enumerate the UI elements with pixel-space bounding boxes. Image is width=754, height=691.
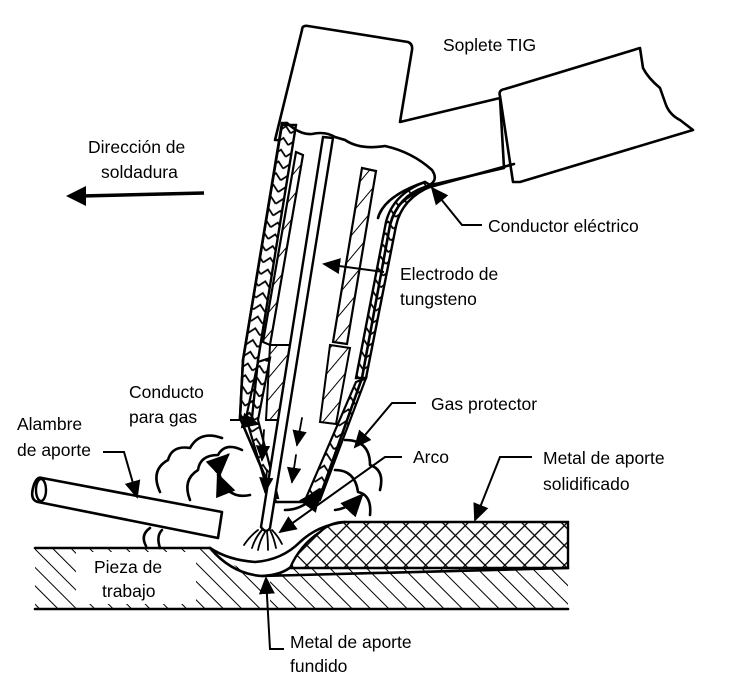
label-filler-wire-line2: de aporte [17, 440, 91, 460]
label-workpiece-line2: trabajo [102, 581, 156, 601]
label-torch: Soplete TIG [443, 35, 536, 55]
label-conductor: Conductor eléctrico [488, 216, 639, 236]
label-filler-wire-line1: Alambre [17, 414, 82, 434]
label-arc: Arco [413, 447, 449, 467]
torch-body [238, 121, 437, 532]
gas-flow-arrows [255, 417, 307, 494]
label-shield-gas: Gas protector [431, 394, 537, 414]
label-gas-duct-line2: para gas [129, 407, 197, 427]
label-solid-filler-line1: Metal de aporte [543, 448, 665, 468]
workpiece [33, 520, 570, 611]
label-electrode-line1: Electrodo de [400, 264, 498, 284]
welding-direction-arrow [66, 186, 205, 206]
label-direction-line1: Dirección de [88, 137, 185, 157]
label-direction-line2: soldadura [101, 162, 178, 182]
label-solid-filler-line2: solidificado [543, 474, 630, 494]
label-workpiece-line1: Pieza de [94, 557, 162, 577]
filler-wire [30, 476, 224, 540]
label-molten-filler-line2: fundido [290, 656, 347, 676]
label-electrode-line2: tungsteno [400, 289, 477, 309]
label-molten-filler-line1: Metal de aporte [290, 632, 412, 652]
leader-lines [103, 186, 532, 650]
label-gas-duct-line1: Conducto [129, 382, 204, 402]
